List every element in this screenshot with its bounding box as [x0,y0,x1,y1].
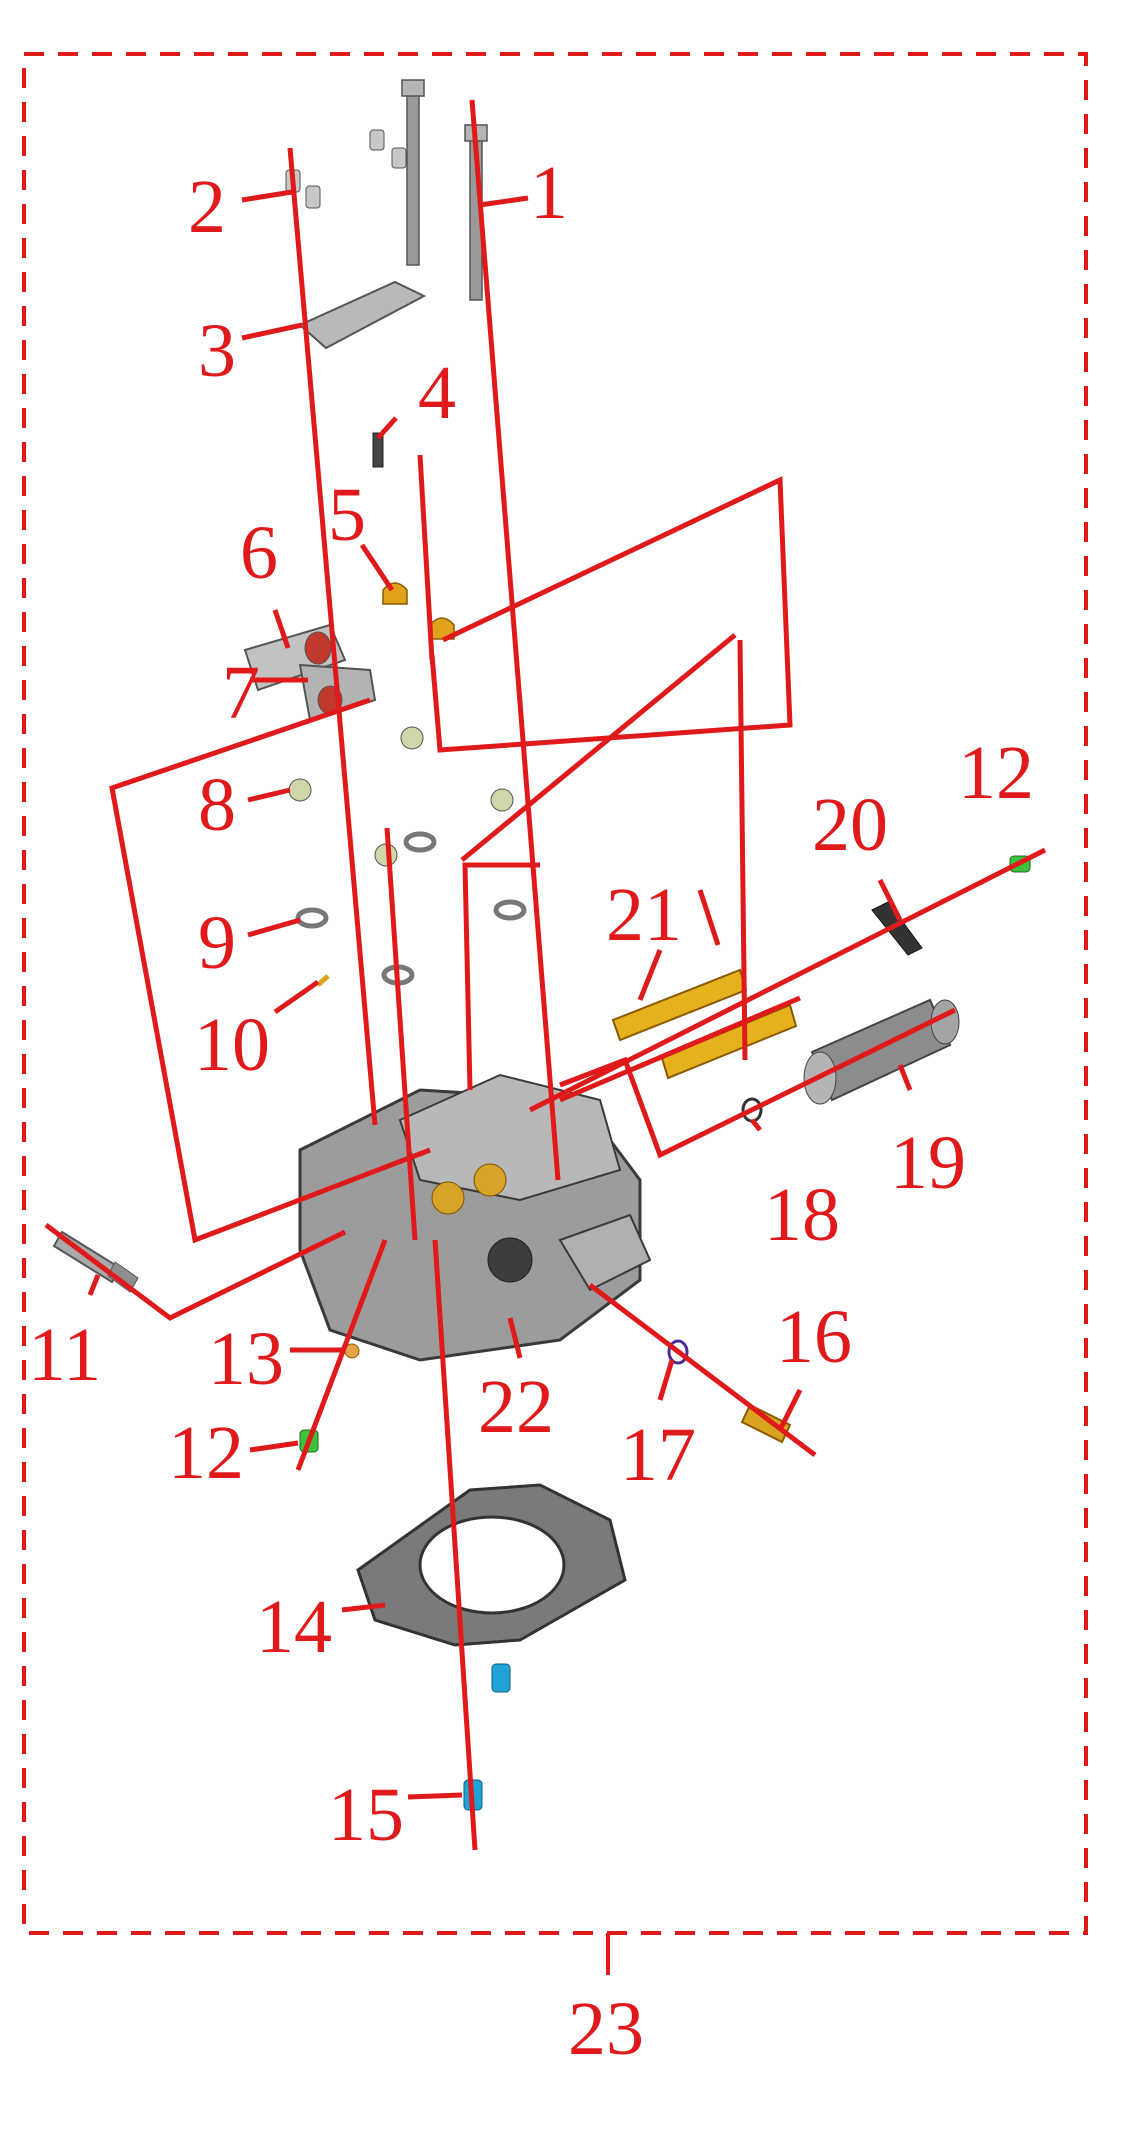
part-2-small-bolts [285,129,407,209]
callout-8: 8 [198,763,236,847]
callout-13: 13 [208,1317,284,1401]
part-22-cylinder-head [298,1073,652,1362]
part-9-washers [295,831,527,986]
part-16-sensor [740,1403,792,1444]
callout-1: 1 [530,151,568,235]
callout-3: 3 [198,309,236,393]
callout-17: 17 [620,1413,696,1497]
callout-22: 22 [478,1365,554,1449]
callout-14: 14 [256,1585,332,1669]
callout-labels: 1 2 3 4 5 6 7 8 9 10 11 12 12 13 14 15 1… [28,151,1034,2071]
callout-12-left: 12 [168,1411,244,1495]
callout-20: 20 [812,783,888,867]
callout-7: 7 [222,651,260,735]
callout-19: 19 [890,1121,966,1205]
callout-15: 15 [328,1773,404,1857]
parts-group [52,79,1031,1811]
part-20-clip [871,901,923,956]
callout-2: 2 [188,165,226,249]
callout-10: 10 [194,1003,270,1087]
callout-11: 11 [28,1313,101,1397]
assembly-boundary [22,52,1088,1935]
part-8-nuts [288,726,514,867]
part-17-o-ring [667,1339,689,1365]
part-10-pin [316,974,330,987]
callout-5: 5 [328,473,366,557]
callout-18: 18 [764,1173,840,1257]
part-4-screw [372,432,384,468]
part-14-head-gasket [356,1483,627,1647]
callout-9: 9 [198,901,236,985]
callout-21: 21 [606,873,682,957]
callout-12-right: 12 [958,731,1034,815]
part-3-bracket [298,280,427,350]
part-15-dowel-pin [491,1663,511,1693]
part-19-camshaft [803,998,960,1105]
callout-6: 6 [240,511,278,595]
callout-16: 16 [776,1295,852,1379]
assembly-lines [44,99,1047,1851]
callout-4: 4 [418,351,456,435]
callout-23: 23 [568,1987,644,2071]
